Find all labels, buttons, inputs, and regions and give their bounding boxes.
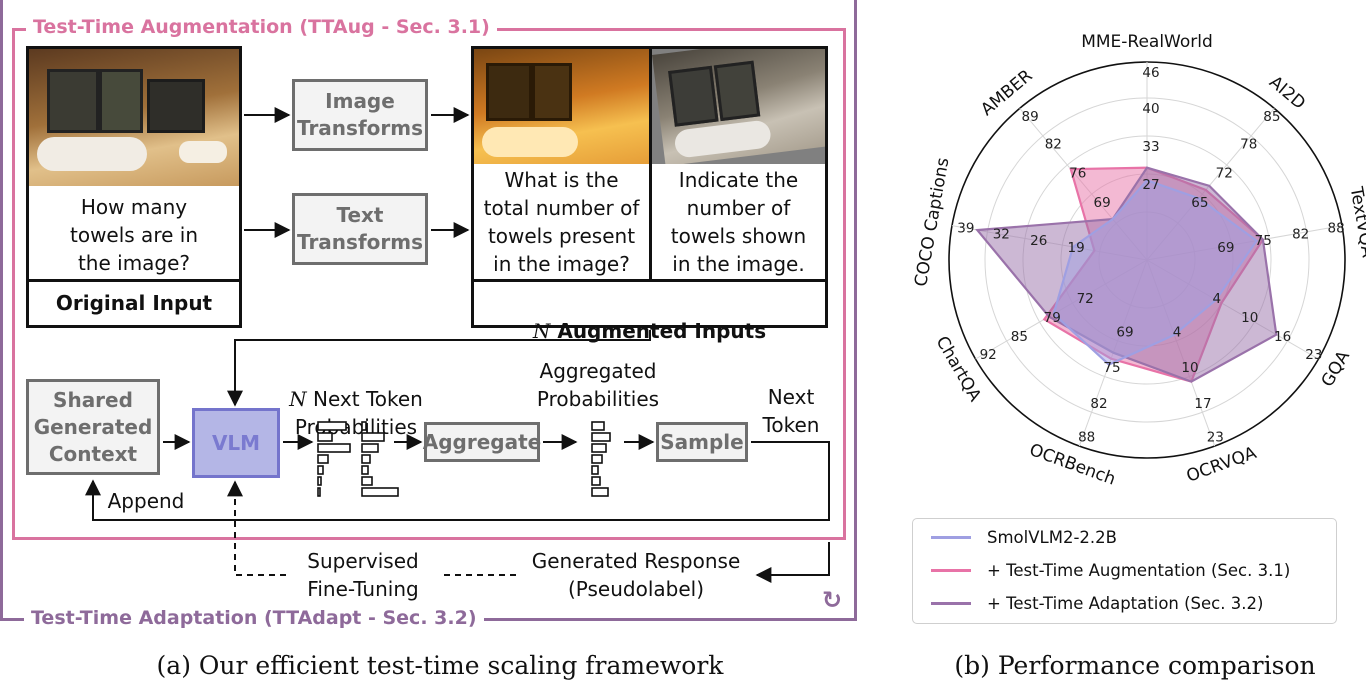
radar-tick-label: 82 (1045, 137, 1062, 153)
radar-axis-label: MME-RealWorld (1081, 32, 1213, 52)
text-transforms-box: Text Transforms (292, 193, 428, 265)
vlm-box: VLM (192, 408, 280, 478)
legend-item-smolvlm: SmolVLM2-2.2B (931, 528, 1117, 547)
radar-tick-label: 39 (957, 220, 974, 236)
radar-tick-label: 10 (1181, 360, 1198, 376)
radar-tick-label: 85 (1263, 109, 1280, 125)
augmented-image-divider (649, 49, 652, 279)
original-question: How many towels are in the image? (69, 195, 198, 275)
generated-response-label: Generated Response (Pseudolabel) (516, 547, 756, 603)
radar-tick-label: 10 (1241, 310, 1258, 326)
radar-tick-label: 92 (980, 347, 997, 363)
radar-tick-label: 72 (1077, 291, 1094, 307)
augmented-question-1: What is the total number of towels prese… (483, 168, 640, 276)
ttadapt-label: Test-Time Adaptation (TTAdapt - Sec. 3.2… (24, 607, 484, 629)
radar-axis-label: OCRBench (1027, 440, 1119, 490)
radar-tick-label: 88 (1328, 220, 1345, 236)
augmented-question-2: Indicate the number of towels shown in t… (670, 168, 807, 276)
original-input-caption: Original Input (55, 291, 213, 315)
radar-axis-label: ChartQA (932, 333, 985, 405)
histogram-aggregated (591, 421, 611, 497)
original-caption-divider (26, 279, 242, 282)
append-label: Append (107, 489, 185, 513)
framework-connectors (85, 107, 830, 583)
legend-label-smolvlm: SmolVLM2-2.2B (987, 528, 1117, 547)
legend-swatch-ttadapt (931, 602, 971, 605)
radar-tick-label: 17 (1194, 396, 1211, 412)
dashed-finetune-to-vlm (227, 480, 286, 576)
radar-tick-label: 16 (1274, 329, 1291, 345)
radar-tick-label: 75 (1103, 360, 1120, 376)
shared-context-box: Shared Generated Context (26, 379, 160, 475)
arrow-augmented-to-vlm (227, 330, 651, 407)
histogram-1 (317, 421, 351, 497)
radar-tick-label: 69 (1116, 324, 1133, 340)
radar-series-0 (1052, 179, 1259, 366)
refresh-icon: ↻ (822, 586, 843, 614)
radar-tick-label: 88 (1078, 430, 1095, 446)
aggregate-box: Aggregate (423, 422, 541, 462)
radar-tick-label: 26 (1030, 233, 1047, 249)
radar-tick-label: 82 (1292, 227, 1309, 243)
radar-tick-label: 32 (993, 227, 1010, 243)
radar-tick-label: 78 (1240, 137, 1257, 153)
augmented-caption-n: N (532, 319, 551, 343)
radar-tick-label: 19 (1068, 240, 1085, 256)
radar-tick-label: 65 (1191, 195, 1208, 211)
radar-legend: SmolVLM2-2.2B + Test-Time Augmentation (… (912, 518, 1337, 624)
radar-tick-label: 23 (1207, 430, 1224, 446)
radar-axis-label: COCO Captions (911, 156, 953, 288)
framework-caption: (a) Our efficient test-time scaling fram… (156, 651, 724, 680)
legend-item-ttadapt: + Test-Time Adaptation (Sec. 3.2) (931, 594, 1263, 613)
radar-axis-label: OCRVQA (1184, 443, 1260, 487)
radar-axis-label: TextVQA (1345, 184, 1366, 259)
radar-tick-label: 89 (1022, 109, 1039, 125)
next-token-label: Next Token (762, 385, 820, 437)
image-transforms-box: Image Transforms (292, 79, 428, 151)
radar-tick-label: 27 (1142, 177, 1159, 193)
radar-tick-label: 46 (1142, 65, 1159, 81)
ttaug-label: Test-Time Augmentation (TTAug - Sec. 3.1… (26, 16, 497, 38)
radar-tick-label: 4 (1213, 291, 1222, 307)
legend-label-ttaug: + Test-Time Augmentation (Sec. 3.1) (987, 561, 1291, 580)
bathroom-photo-augmented-1 (474, 49, 649, 164)
radar-axis-label: AI2D (1265, 72, 1309, 113)
radar-tick-label: 72 (1216, 166, 1233, 182)
arrow-to-generated-response (755, 542, 830, 583)
legend-swatch-ttaug (931, 569, 971, 572)
radar-tick-label: 82 (1090, 396, 1107, 412)
radar-tick-label: 69 (1217, 240, 1234, 256)
histogram-2 (361, 421, 399, 497)
sample-box: Sample (656, 422, 748, 462)
bathroom-photo-original (29, 49, 239, 186)
augmented-caption-divider (471, 279, 828, 282)
radar-tick-label: 76 (1069, 166, 1086, 182)
legend-label-ttadapt: + Test-Time Adaptation (Sec. 3.2) (987, 594, 1264, 613)
next-token-probabilities-label: N Next Token Probabilities (266, 357, 446, 441)
radar-tick-label: 85 (1011, 329, 1028, 345)
radar-axis-label: GQA (1318, 347, 1355, 390)
legend-swatch-smolvlm (931, 536, 971, 539)
radar-svg: 27 33 40 46 65 72 78 85 69 75 82 88 4 10 16 23 4 10 17 23 69… (911, 32, 1366, 490)
radar-tick-label: 23 (1305, 347, 1322, 363)
bathroom-photo-augmented-2 (652, 49, 825, 164)
radar-caption: (b) Performance comparison (954, 651, 1316, 680)
radar-tick-label: 79 (1044, 310, 1061, 326)
aggregated-probabilities-label: Aggregated Probabilities (536, 359, 660, 411)
radar-tick-label: 33 (1142, 139, 1159, 155)
radar-tick-label: 69 (1094, 195, 1111, 211)
supervised-fine-tuning-label: Supervised Fine-Tuning (286, 547, 440, 603)
radar-tick-label: 4 (1173, 324, 1182, 340)
next-token-n: N (289, 387, 307, 411)
radar-tick-label: 40 (1142, 101, 1159, 117)
legend-item-ttaug: + Test-Time Augmentation (Sec. 3.1) (931, 561, 1290, 580)
next-token-probabilities-text: Next Token Probabilities (294, 387, 423, 439)
arrow-append-loop (85, 441, 830, 521)
radar-tick-label: 75 (1255, 233, 1272, 249)
